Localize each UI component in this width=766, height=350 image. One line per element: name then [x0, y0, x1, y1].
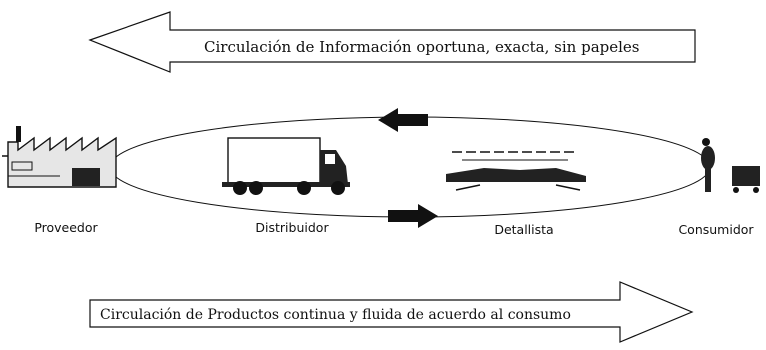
- factory-icon: [2, 126, 117, 188]
- cycle-arrow-left: [378, 108, 428, 132]
- cycle-arrow-right: [388, 204, 438, 228]
- product-flow-arrow-shape: [89, 281, 694, 343]
- info-flow-arrow: Circulación de Información oportuna, exa…: [88, 11, 696, 73]
- node-label-distribuidor: Distribuidor: [255, 220, 329, 235]
- cycle-ellipse: [109, 116, 711, 218]
- flow-cycle: [109, 108, 711, 228]
- shopper-icon: [701, 138, 760, 193]
- info-flow-label: Circulación de Información oportuna, exa…: [204, 38, 639, 56]
- product-flow-label: Circulación de Productos continua y flui…: [100, 307, 571, 323]
- node-label-detallista: Detallista: [494, 222, 553, 237]
- truck-icon: [222, 137, 350, 195]
- node-label-proveedor: Proveedor: [34, 220, 98, 235]
- product-flow-arrow: Circulación de Productos continua y flui…: [89, 281, 694, 343]
- node-label-consumidor: Consumidor: [678, 222, 754, 237]
- info-flow-arrow-shape: [88, 11, 696, 73]
- store-icon: [446, 151, 586, 191]
